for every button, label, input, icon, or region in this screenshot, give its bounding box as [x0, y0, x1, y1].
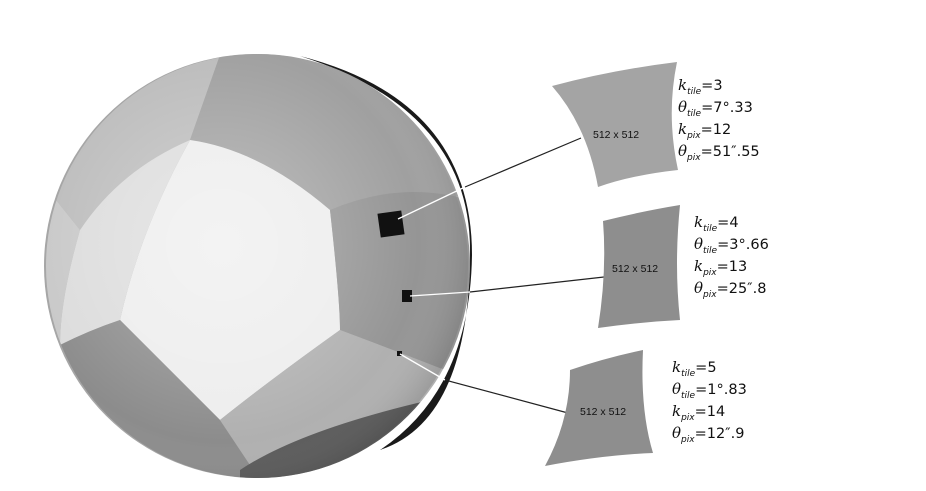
tile-1-params: ktile=3 θtile=7°.33 kpix=12 θpix=51″.55	[678, 76, 760, 163]
tile-1: 512 x 512	[552, 62, 678, 187]
marker-small	[397, 351, 402, 356]
k-tile-value: 5	[707, 360, 717, 376]
tile-3: 512 x 512	[545, 350, 653, 466]
tile-2-label: 512 x 512	[612, 263, 658, 275]
k-pix-value: 13	[728, 259, 748, 275]
k-tile-value: 3	[713, 78, 723, 94]
connector-2	[409, 276, 605, 297]
tile-3-label: 512 x 512	[580, 406, 626, 418]
tile-2: 512 x 512	[598, 205, 680, 328]
sphere	[44, 54, 472, 478]
connector-1	[397, 137, 582, 220]
theta-tile-value: 1°.83	[707, 382, 747, 398]
marker-medium	[402, 290, 412, 302]
k-pix-value: 12	[712, 122, 732, 138]
theta-pix-value: 51″.55	[712, 144, 760, 160]
theta-tile-value: 3°.66	[729, 237, 769, 253]
tile-3-params: ktile=5 θtile=1°.83 kpix=14 θpix=12″.9	[672, 358, 747, 445]
theta-pix-value: 12″.9	[706, 426, 745, 442]
marker-large	[377, 210, 405, 238]
k-tile-value: 4	[729, 215, 739, 231]
tile-2-params: ktile=4 θtile=3°.66 kpix=13 θpix=25″.8	[694, 213, 769, 300]
tile-1-label: 512 x 512	[593, 129, 639, 141]
k-pix-value: 14	[706, 404, 726, 420]
theta-pix-value: 25″.8	[728, 281, 767, 297]
connector-3	[399, 353, 569, 414]
theta-tile-value: 7°.33	[713, 100, 753, 116]
